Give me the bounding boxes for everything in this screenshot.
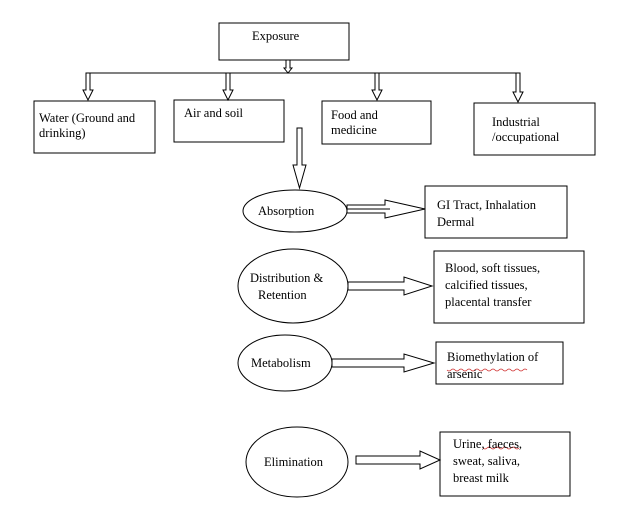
spellcheck-squiggle [446,368,528,372]
stage-label-metabolism: Metabolism [251,356,311,370]
detail-box-elimination [439,431,571,497]
stage-ellipse-distribution [237,248,349,324]
source-box-water [33,100,156,154]
arrow-metabolism-details [331,353,436,373]
source-box-industrial [473,102,596,156]
source-box-food-medicine [321,100,432,145]
stage-label-distribution-2: Retention [258,288,307,302]
detail-metabolism-1: Biomethylation of [447,350,539,364]
stage-label-elimination: Elimination [264,455,324,469]
exposure-stem-arrow [282,59,294,74]
source-label-food-1: Food and [331,108,379,122]
source-label-water-1: Water (Ground and [39,111,136,125]
detail-distribution-2: calcified tissues, [445,278,528,292]
detail-absorption-1: GI Tract, Inhalation [437,198,537,212]
arrow-elimination-details [355,450,442,470]
source-label-food-2: medicine [331,123,377,137]
detail-metabolism-2: arsenic [447,367,483,381]
arrow-distribution-details [347,276,434,296]
arrow-to-water [82,72,94,102]
stage-ellipse-elimination [245,426,349,498]
arrow-down-to-absorption [292,127,307,190]
source-label-industrial-2: /occupational [492,130,560,144]
arrow-to-food-medicine [371,72,383,102]
detail-box-metabolism [435,341,564,385]
detail-absorption-2: Dermal [437,215,475,229]
exposure-box [218,22,350,61]
arrow-to-air-soil [222,72,234,102]
source-label-industrial-1: Industrial [492,115,540,129]
spellcheck-squiggle-faeces [482,446,520,450]
exposure-label: Exposure [252,29,300,43]
stage-label-distribution-1: Distribution & [250,271,324,285]
arrow-to-industrial [512,72,524,104]
detail-distribution-1: Blood, soft tissues, [445,261,540,275]
source-label-water-2: drinking) [39,126,86,140]
stage-label-absorption: Absorption [258,204,315,218]
detail-elimination-2: sweat, saliva, [453,454,520,468]
detail-elimination-1: Urine, faeces, [453,437,522,451]
source-label-air-soil: Air and soil [184,106,244,120]
detail-elimination-3: breast milk [453,471,510,485]
detail-box-distribution [433,250,585,324]
detail-distribution-3: placental transfer [445,295,532,309]
detail-box-absorption [424,185,568,239]
source-box-air-soil [173,99,285,143]
